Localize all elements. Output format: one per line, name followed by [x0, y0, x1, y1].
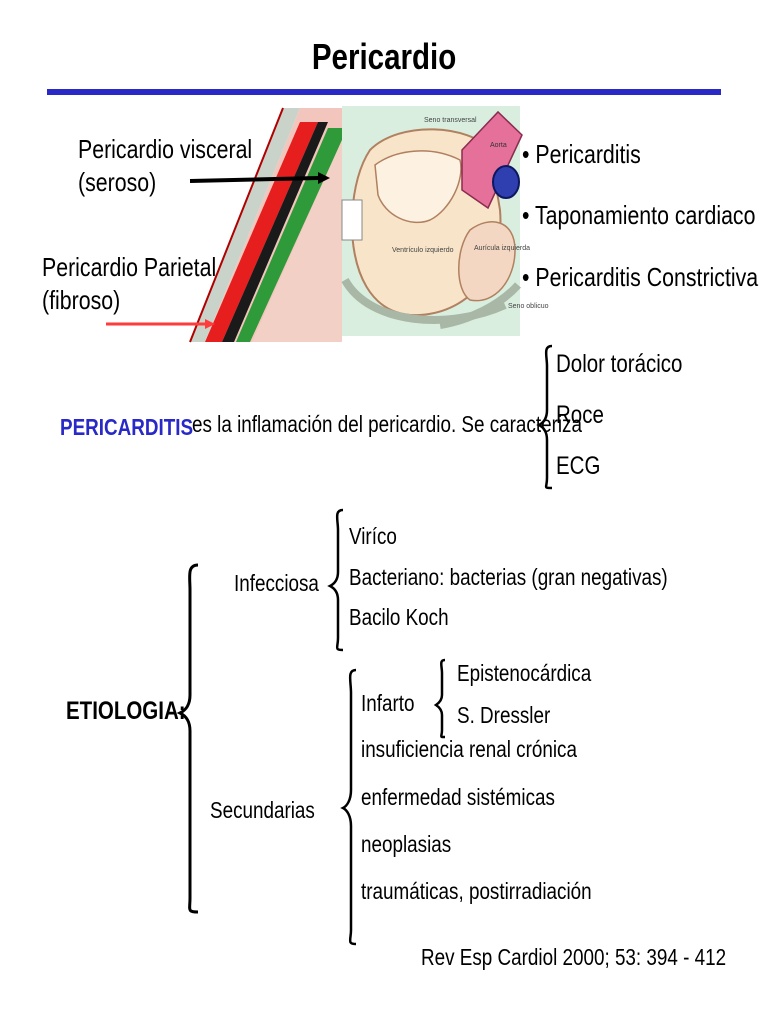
- bullet-pericarditis: • Pericarditis: [522, 139, 641, 169]
- secundarias-label: Secundarias: [210, 797, 315, 823]
- title-underline: [47, 89, 721, 95]
- secundarias-item-traumaticas: traumáticas, postirradiación: [361, 878, 592, 904]
- bullet-constrictiva: • Pericarditis Constrictiva: [522, 262, 759, 292]
- infecciosa-item-bacteriano: Bacteriano: bacterias (gran negativas): [349, 564, 668, 590]
- etiologia-brace: [176, 563, 199, 914]
- pericarditis-features-brace: [536, 344, 553, 490]
- infecciosa-label: Infecciosa: [234, 570, 319, 596]
- pericarditis-definition: es la inflamación del pericardio. Se car…: [192, 411, 582, 437]
- secundarias-item-renal: insuficiencia renal crónica: [361, 736, 577, 762]
- secundarias-brace: [340, 668, 357, 946]
- feature-ecg: ECG: [556, 452, 601, 480]
- infarto-label: Infarto: [361, 690, 415, 716]
- feature-roce: Roce: [556, 401, 604, 429]
- visceral-label: Pericardio visceral (seroso): [78, 134, 253, 197]
- parietal-arrow-head: [205, 319, 215, 329]
- heart-label-auricula: Aurícula izquierda: [474, 245, 530, 252]
- heart-label-seno-oblicuo: Seno oblicuo: [508, 303, 549, 310]
- infecciosa-item-virico: Viríco: [349, 523, 397, 549]
- etiologia-label: ETIOLOGIA:: [66, 697, 186, 725]
- secundarias-item-sistemicas: enfermedad sistémicas: [361, 784, 555, 810]
- heart-label-seno-transversal: Seno transversal: [424, 117, 477, 124]
- infarto-item-dressler: S. Dressler: [457, 702, 551, 728]
- bullet-taponamiento: • Taponamiento cardiaco: [522, 200, 756, 230]
- infecciosa-item-bacilo-koch: Bacilo Koch: [349, 604, 449, 630]
- reference-citation: Rev Esp Cardiol 2000; 53: 394 - 412: [421, 944, 727, 970]
- infecciosa-brace: [327, 508, 344, 652]
- feature-dolor-toracico: Dolor torácico: [556, 350, 683, 378]
- infarto-brace: [433, 658, 446, 739]
- infarto-item-epistenocardica: Epistenocárdica: [457, 660, 592, 686]
- pericarditis-term: PERICARDITIS: [60, 414, 194, 440]
- visceral-arrow: [189, 176, 319, 183]
- page-title: Pericardio: [311, 36, 457, 77]
- heart-label-aorta: Aorta: [490, 142, 507, 149]
- visceral-arrow-head: [318, 172, 330, 184]
- secundarias-item-neoplasias: neoplasias: [361, 831, 452, 857]
- heart-label-ventriculo: Ventrículo izquierdo: [392, 247, 454, 254]
- parietal-label: Pericardio Parietal (fibroso): [42, 252, 217, 315]
